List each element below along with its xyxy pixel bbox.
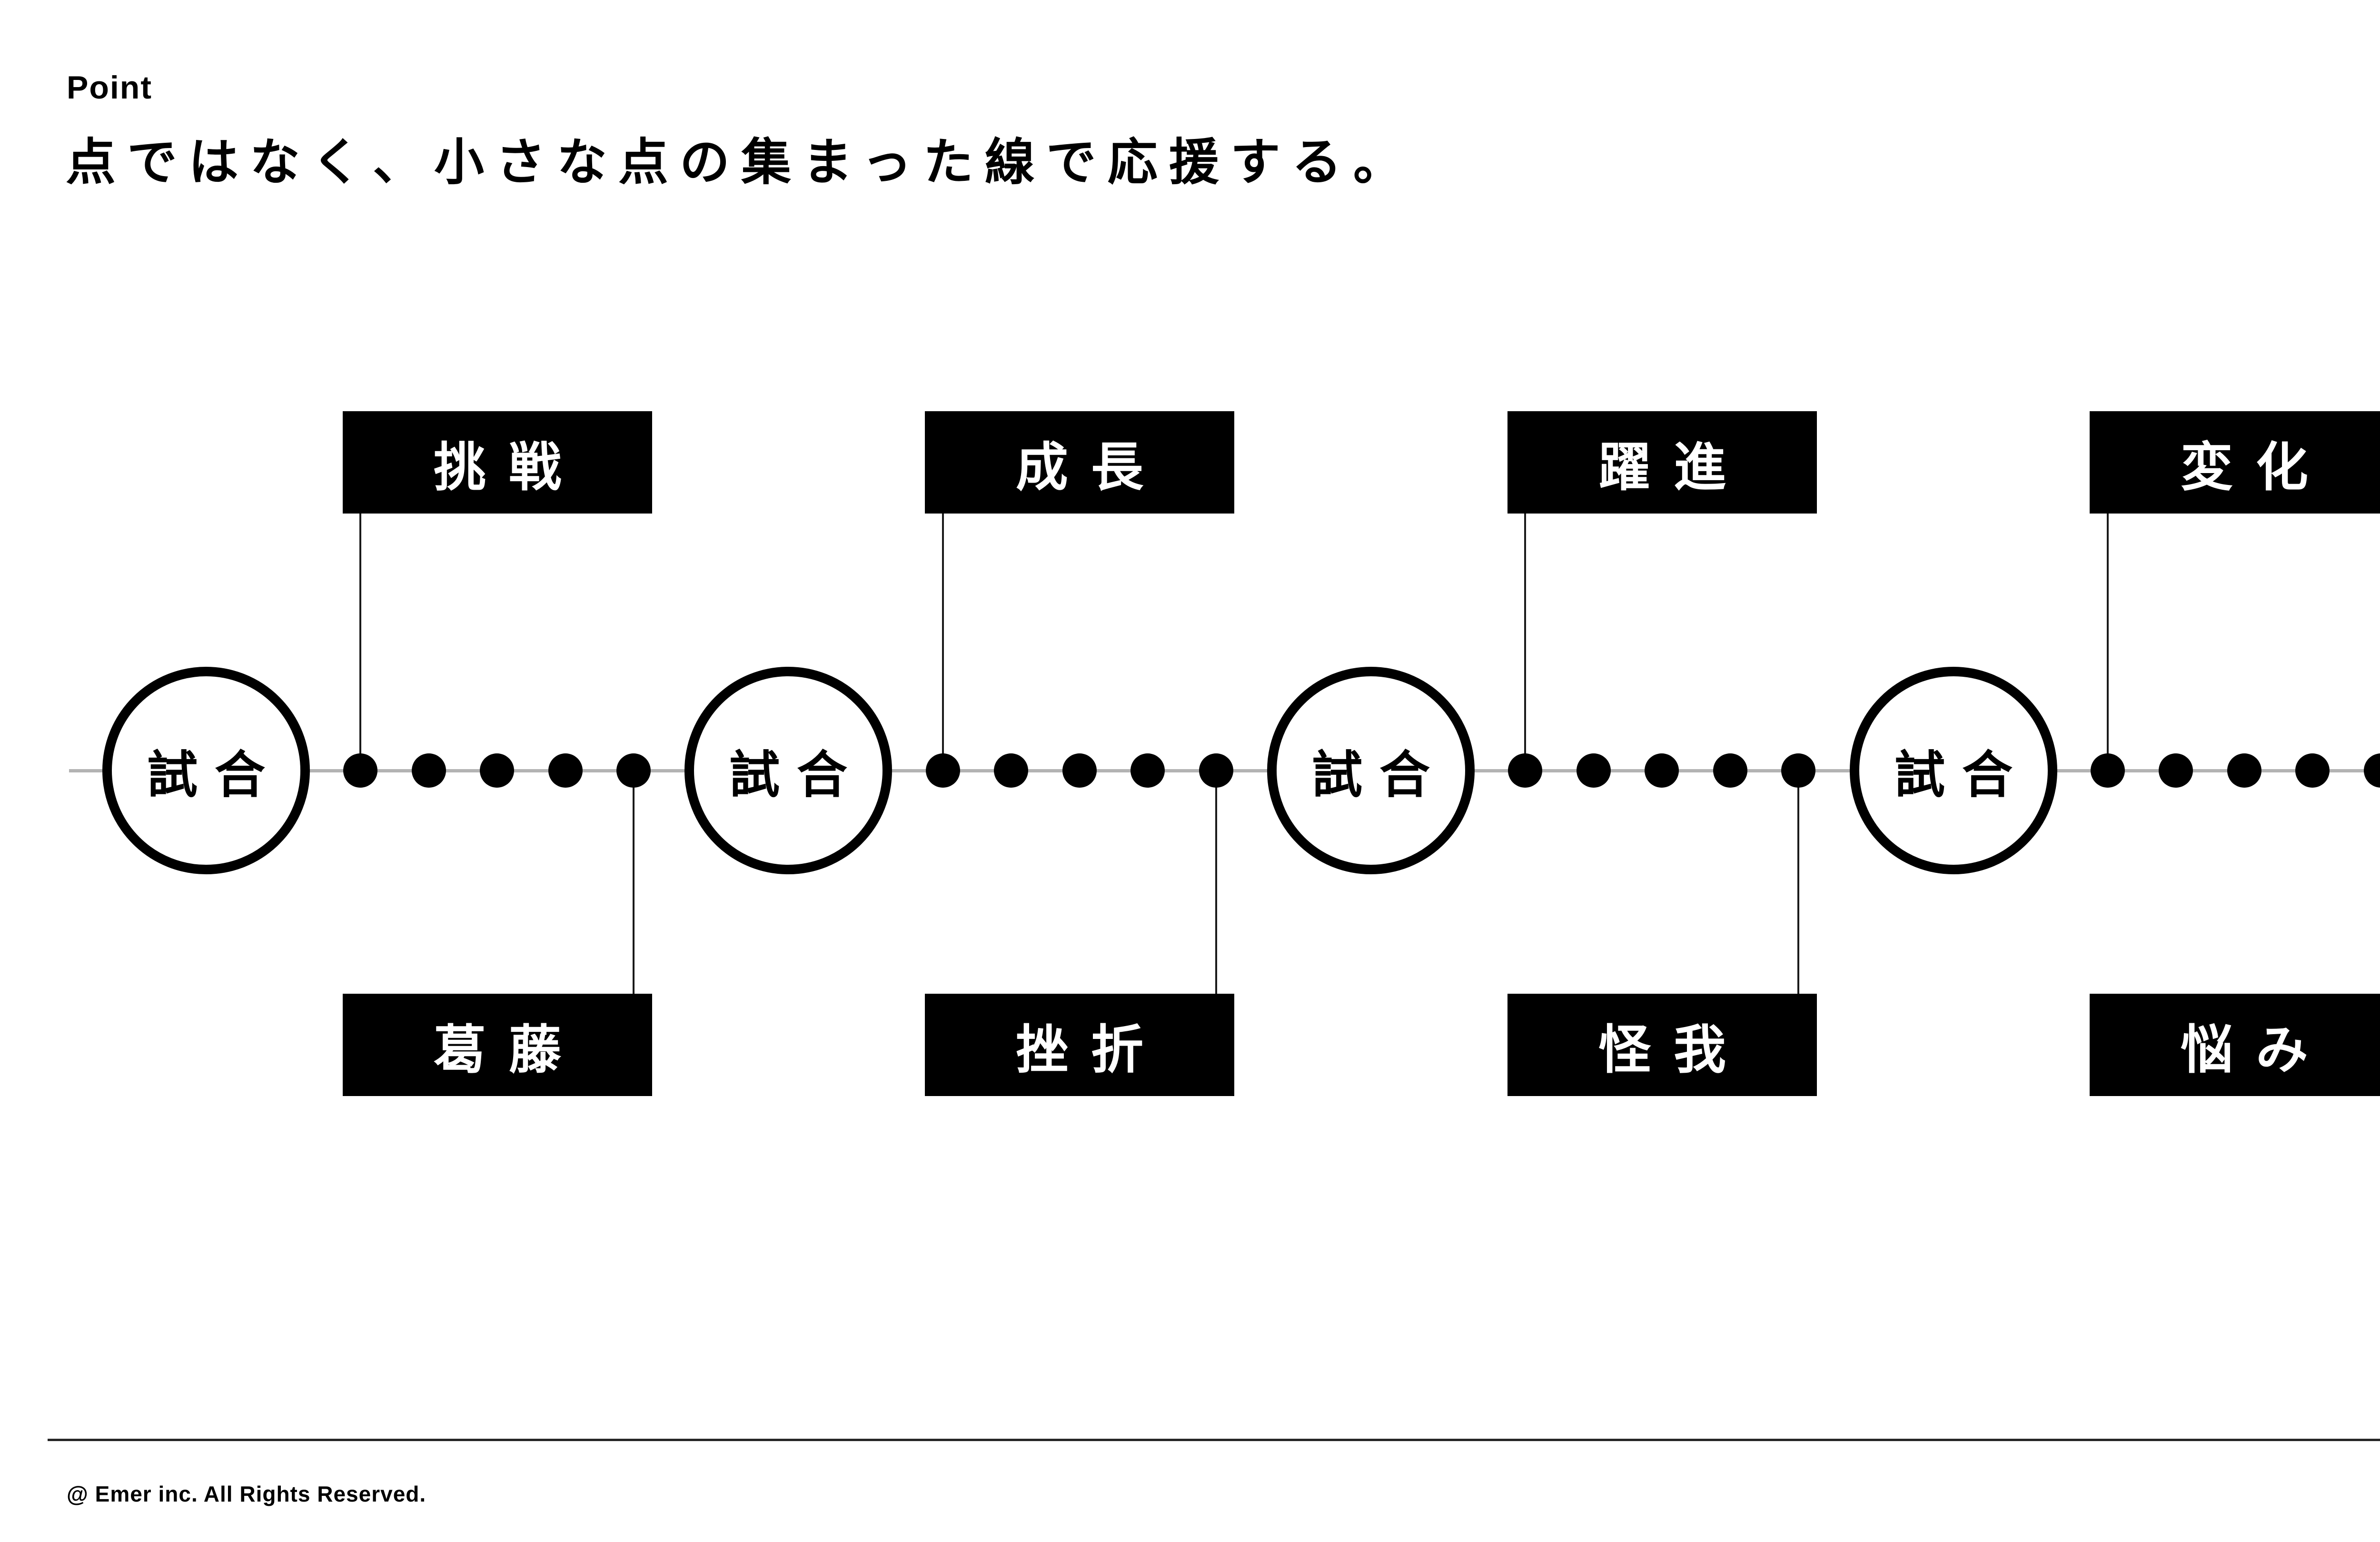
connector-bottom [1215, 771, 1217, 995]
event-box-below: 悩み [2090, 994, 2380, 1096]
connector-top [2107, 514, 2109, 771]
dot [480, 753, 514, 788]
event-box-label: 躍進 [1598, 438, 1749, 497]
dot [994, 753, 1028, 788]
match-circle-label: 試合 [1312, 747, 1447, 803]
connector-top [942, 514, 944, 771]
match-circle: 試合 [102, 667, 310, 874]
dot [412, 753, 446, 788]
dot [616, 753, 651, 788]
connector-top [1524, 514, 1526, 771]
event-box-label: 挑戦 [434, 438, 584, 497]
match-circle-label: 試合 [147, 747, 282, 803]
dot [1062, 753, 1097, 788]
dot [548, 753, 583, 788]
dot [2364, 753, 2380, 788]
dot [1199, 753, 1233, 788]
event-box-above: 成長 [925, 411, 1234, 514]
event-box-above: 挑戦 [343, 411, 652, 514]
dot [1713, 753, 1747, 788]
dot [1781, 753, 1815, 788]
match-circle-label: 試合 [729, 747, 864, 803]
footer-divider [48, 1439, 2380, 1441]
match-circle: 試合 [1850, 667, 2057, 874]
dot [1508, 753, 1542, 788]
dot [2159, 753, 2193, 788]
copyright-text: @ Emer inc. All Rights Reserved. [67, 1482, 426, 1506]
event-box-label: 怪我 [1598, 1020, 1749, 1079]
dot [343, 753, 377, 788]
dot [1130, 753, 1165, 788]
dot [2091, 753, 2125, 788]
event-box-label: 挫折 [1016, 1020, 1166, 1079]
event-box-below: 怪我 [1507, 994, 1817, 1096]
dot [926, 753, 960, 788]
event-box-above: 変化 [2090, 411, 2380, 514]
event-box-below: 葛藤 [343, 994, 652, 1096]
match-circle-label: 試合 [1894, 747, 2030, 803]
headline: 点ではなく、小さな点の集まった線で応援する。 [66, 135, 1415, 190]
event-box-label: 変化 [2181, 438, 2331, 497]
event-box-below: 挫折 [925, 994, 1234, 1096]
dot [2227, 753, 2261, 788]
event-box-label: 成長 [1016, 438, 1166, 497]
dot [1577, 753, 1611, 788]
event-box-label: 葛藤 [434, 1020, 584, 1079]
connector-top [359, 514, 361, 771]
match-circle: 試合 [684, 667, 892, 874]
dot [2295, 753, 2330, 788]
connector-bottom [1797, 771, 1799, 995]
event-box-label: 悩み [2181, 1020, 2331, 1079]
connector-bottom [633, 771, 635, 995]
match-circle: 試合 [1267, 667, 1475, 874]
event-box-above: 躍進 [1507, 411, 1817, 514]
point-eyebrow: Point [67, 69, 152, 106]
dot [1645, 753, 1679, 788]
